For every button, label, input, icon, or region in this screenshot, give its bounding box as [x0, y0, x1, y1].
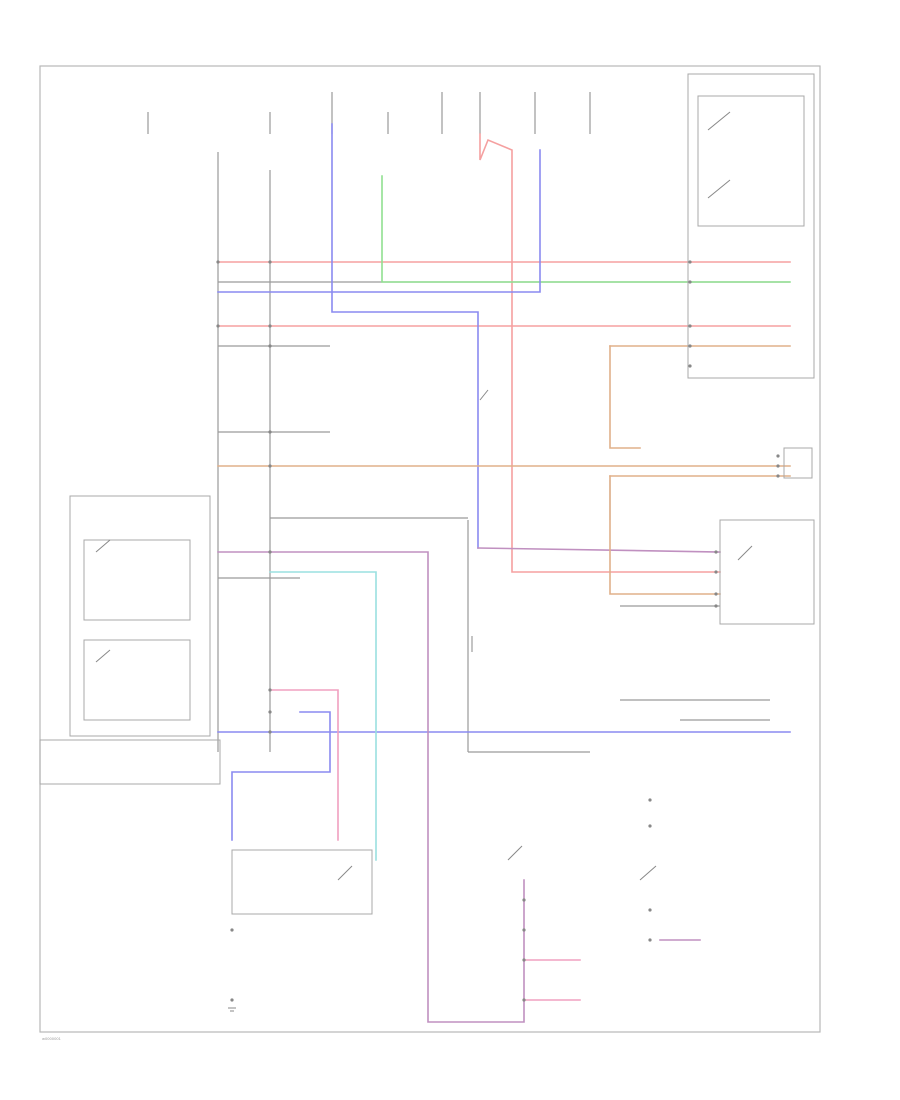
connector-icon	[216, 260, 780, 1002]
horizontal-buses	[218, 281, 790, 753]
footer-code: w0000001	[42, 1037, 61, 1041]
diagram-frame	[39, 65, 821, 1033]
switch-symbols	[95, 111, 753, 881]
left-switch-2-box	[83, 639, 191, 721]
right-control-unit-box	[687, 73, 815, 379]
colored-wires	[217, 123, 791, 1023]
left-switch-assembly-box	[69, 495, 211, 737]
fuse-header-group	[147, 92, 591, 134]
component-boxes	[39, 73, 815, 915]
timer-relay-box	[719, 519, 815, 625]
right-connector-box	[783, 447, 813, 479]
trunk-lines	[217, 152, 611, 752]
left-label-box	[39, 739, 221, 785]
ground-icon	[228, 1007, 236, 1012]
left-switch-1-box	[83, 539, 191, 621]
lower-switch-box	[231, 849, 373, 915]
inner-relay-box	[697, 95, 805, 227]
